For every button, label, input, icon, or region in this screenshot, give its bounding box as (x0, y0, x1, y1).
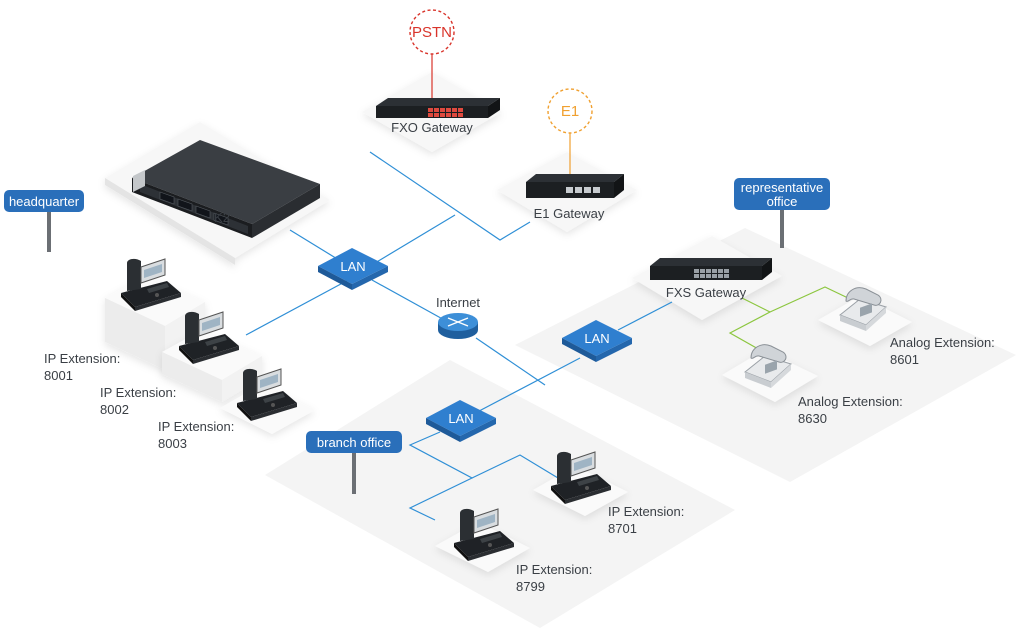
branch-office-zone (265, 360, 735, 628)
representative-office-flag: representative office (734, 178, 830, 248)
lan-label: LAN (448, 411, 473, 426)
fxs-gateway-icon (650, 258, 772, 280)
representative-office-label-line2: office (767, 194, 798, 209)
svg-text:Analog Extension:: Analog Extension: (798, 394, 903, 409)
headquarter-label: headquarter (9, 194, 80, 209)
svg-text:IP Extension:: IP Extension: (44, 351, 120, 366)
fxs-gateway-label: FXS Gateway (666, 285, 747, 300)
ext-8001: IP Extension: 8001 (44, 351, 120, 383)
pstn-label: PSTN (412, 24, 452, 41)
svg-text:8630: 8630 (798, 411, 827, 426)
svg-text:IP Extension:: IP Extension: (158, 419, 234, 434)
ext-8003: IP Extension: 8003 (158, 419, 234, 451)
ext-8701: IP Extension: 8701 (608, 504, 684, 536)
svg-text:8003: 8003 (158, 436, 187, 451)
network-links (245, 151, 673, 521)
lan-switch-hq: LAN (318, 248, 388, 290)
router-icon (438, 313, 478, 339)
ext-8630: Analog Extension: 8630 (798, 394, 903, 426)
ext-8799: IP Extension: 8799 (516, 562, 592, 594)
representative-office-label-line1: representative (741, 180, 823, 195)
branch-office-flag: branch office (306, 431, 402, 494)
fxo-gateway-icon (376, 98, 500, 118)
e1-trunk: E1 (547, 88, 593, 134)
headquarter-flag: headquarter (4, 190, 84, 252)
e1-label: E1 (561, 103, 579, 120)
lan-label: LAN (584, 331, 609, 346)
branch-office-label: branch office (317, 435, 391, 450)
ext-8601: Analog Extension: 8601 (890, 335, 995, 367)
svg-text:8002: 8002 (100, 402, 129, 417)
fxo-gateway-label: FXO Gateway (391, 120, 473, 135)
svg-text:8001: 8001 (44, 368, 73, 383)
svg-text:8701: 8701 (608, 521, 637, 536)
ext-8002: IP Extension: 8002 (100, 385, 176, 417)
svg-text:Analog Extension:: Analog Extension: (890, 335, 995, 350)
lan-switch-branch: LAN (426, 400, 496, 442)
e1-gateway-label: E1 Gateway (534, 206, 605, 221)
pstn-trunk: PSTN (409, 9, 455, 55)
analog-links (728, 286, 849, 351)
svg-text:IP Extension:: IP Extension: (516, 562, 592, 577)
svg-text:IP Extension:: IP Extension: (100, 385, 176, 400)
k2-label: K2 (214, 210, 230, 225)
e1-gateway-icon (526, 174, 624, 198)
k2-server-icon (132, 140, 320, 238)
svg-text:IP Extension:: IP Extension: (608, 504, 684, 519)
svg-text:8601: 8601 (890, 352, 919, 367)
lan-switch-representative: LAN (562, 320, 632, 362)
internet-label: Internet (436, 295, 480, 310)
trunk-links (431, 52, 571, 175)
lan-label: LAN (340, 259, 365, 274)
svg-text:8799: 8799 (516, 579, 545, 594)
